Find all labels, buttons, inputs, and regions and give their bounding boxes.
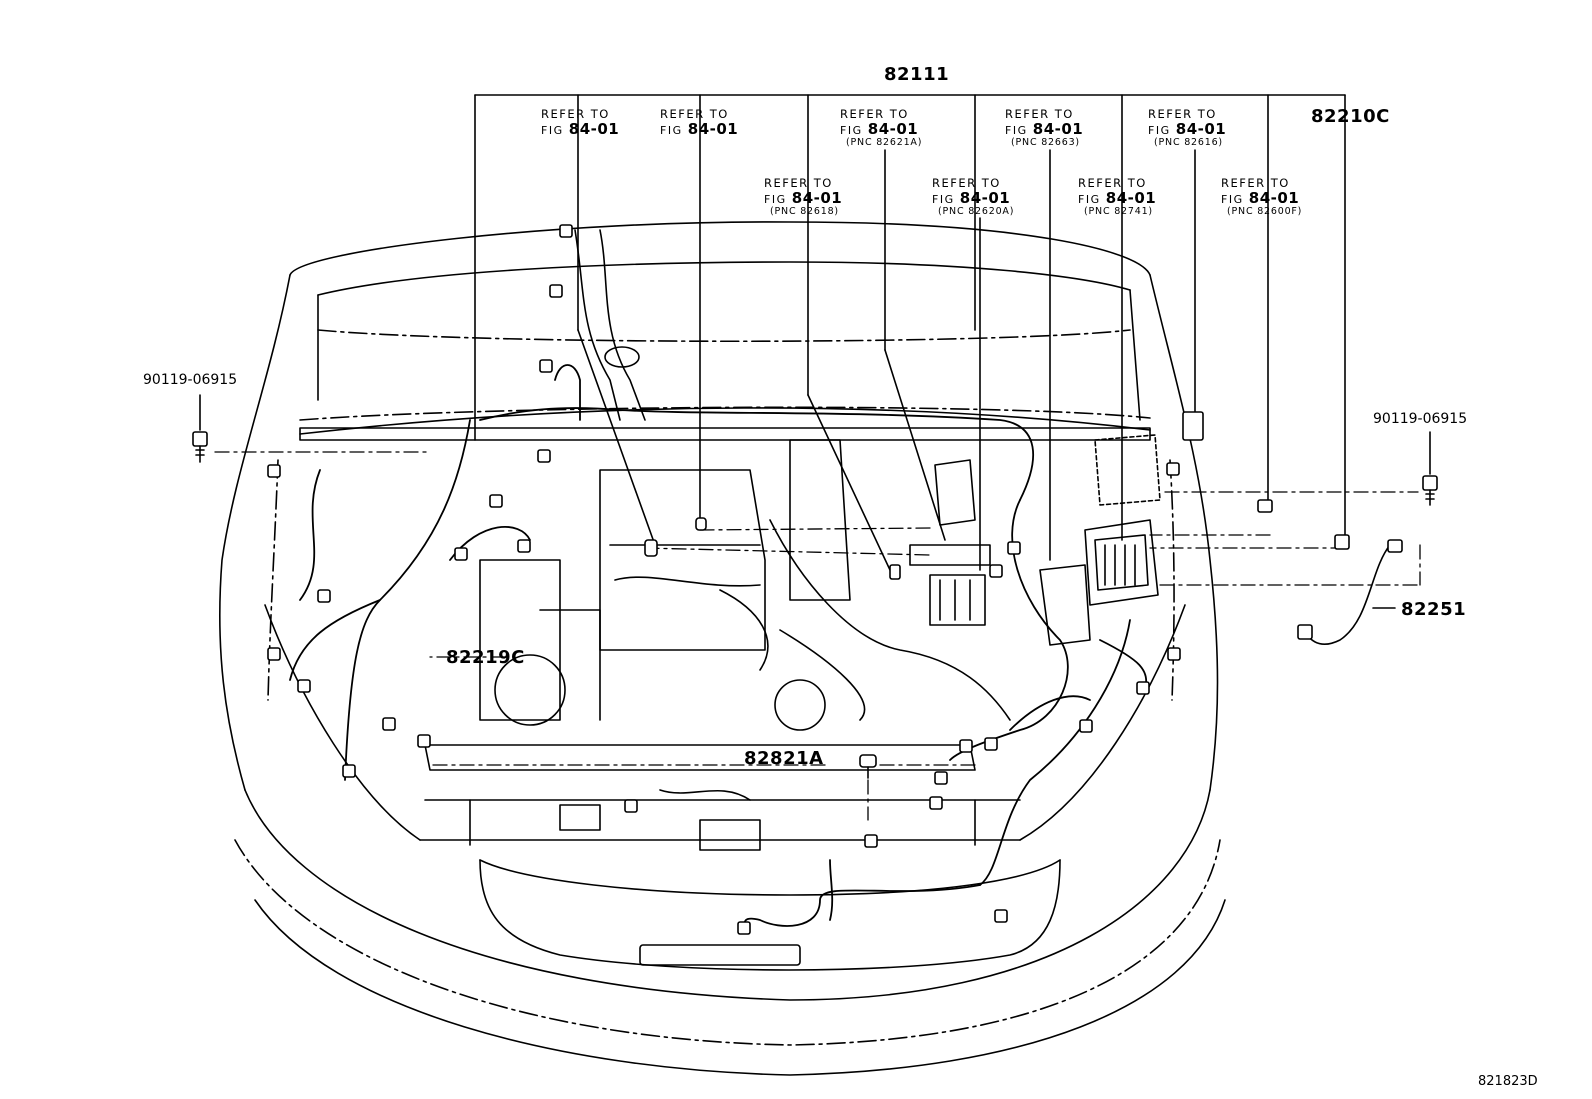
fig-number: 84-01 (1175, 120, 1227, 139)
callout-bracket-82111 (474, 94, 1346, 541)
refer-label-7: REFER TO FIG 84-01 (PNC 82620A) (932, 176, 1015, 218)
part-number-82821a: 82821A (744, 748, 824, 769)
connector-icons (267, 224, 1403, 935)
fig-number: 84-01 (568, 120, 620, 139)
fig-number: 84-01 (1032, 120, 1084, 139)
fig-text: FIG (1148, 124, 1171, 138)
fig-number: 84-01 (959, 189, 1011, 208)
refer-text: REFER TO (932, 176, 1001, 190)
refer-text: REFER TO (660, 107, 729, 121)
refer-label-4: REFER TO FIG 84-01 (PNC 82663) (1005, 107, 1084, 149)
pnc-ref: (PNC 82620A) (938, 206, 1015, 218)
engine-block (479, 469, 1011, 731)
pnc-ref: (PNC 82741) (1084, 206, 1153, 218)
refer-label-5: REFER TO FIG 84-01 (PNC 82616) (1148, 107, 1227, 149)
refer-text: REFER TO (1148, 107, 1217, 121)
harness-82251 (1304, 544, 1396, 645)
relay-block (909, 459, 991, 626)
refer-text: REFER TO (840, 107, 909, 121)
refer-label-3: REFER TO FIG 84-01 (PNC 82621A) (840, 107, 923, 149)
refer-label-8: REFER TO FIG 84-01 (PNC 82741) (1078, 176, 1157, 218)
part-number-bolt-left: 90119-06915 (143, 372, 238, 388)
front-bumper (419, 799, 1061, 971)
drawing-code: 821823D (1478, 1074, 1538, 1089)
radiator-support (424, 744, 976, 851)
pnc-ref: (PNC 82618) (770, 206, 839, 218)
refer-label-6: REFER TO FIG 84-01 (PNC 82618) (764, 176, 843, 218)
pnc-ref: (PNC 82621A) (846, 137, 923, 149)
engine-harness (289, 364, 1147, 931)
fig-text: FIG (541, 124, 564, 138)
pnc-ref: (PNC 82616) (1154, 137, 1223, 149)
refer-label-2: REFER TO FIG 84-01 (660, 107, 739, 139)
fig-text: FIG (660, 124, 683, 138)
fig-number: 84-01 (1248, 189, 1300, 208)
fig-text: FIG (932, 193, 955, 207)
refer-label-1: REFER TO FIG 84-01 (541, 107, 620, 139)
refer-leader-lines (577, 149, 1269, 571)
fig-text: FIG (840, 124, 863, 138)
hood-outline (289, 221, 1151, 421)
bolt-icon-82821a (859, 754, 877, 779)
part-number-82111: 82111 (884, 64, 950, 85)
refer-text: REFER TO (1078, 176, 1147, 190)
fig-text: FIG (1005, 124, 1028, 138)
refer-text: REFER TO (541, 107, 610, 121)
refer-text: REFER TO (764, 176, 833, 190)
fig-number: 84-01 (791, 189, 843, 208)
part-number-bolt-right: 90119-06915 (1373, 411, 1468, 427)
refer-text: REFER TO (1005, 107, 1074, 121)
fig-text: FIG (1078, 193, 1101, 207)
pnc-ref: (PNC 82663) (1011, 137, 1080, 149)
intake-hose (574, 229, 851, 601)
fig-number: 84-01 (687, 120, 739, 139)
refer-label-9: REFER TO FIG 84-01 (PNC 82600F) (1221, 176, 1303, 218)
body-outline (219, 274, 1226, 1076)
part-number-82219c: 82219C (446, 647, 525, 668)
bolt-icon-right (1422, 431, 1438, 506)
refer-text: REFER TO (1221, 176, 1290, 190)
fig-text: FIG (1221, 193, 1244, 207)
fuse-box (1039, 434, 1161, 646)
part-number-82210c: 82210C (1311, 106, 1390, 127)
fig-number: 84-01 (1105, 189, 1157, 208)
fig-number: 84-01 (867, 120, 919, 139)
bolt-icon-left (192, 394, 208, 463)
cowl-panel (299, 407, 1151, 441)
dashed-leader-lines (214, 451, 1421, 821)
fig-text: FIG (764, 193, 787, 207)
pnc-ref: (PNC 82600F) (1227, 206, 1303, 218)
part-number-82251: 82251 (1401, 599, 1467, 620)
